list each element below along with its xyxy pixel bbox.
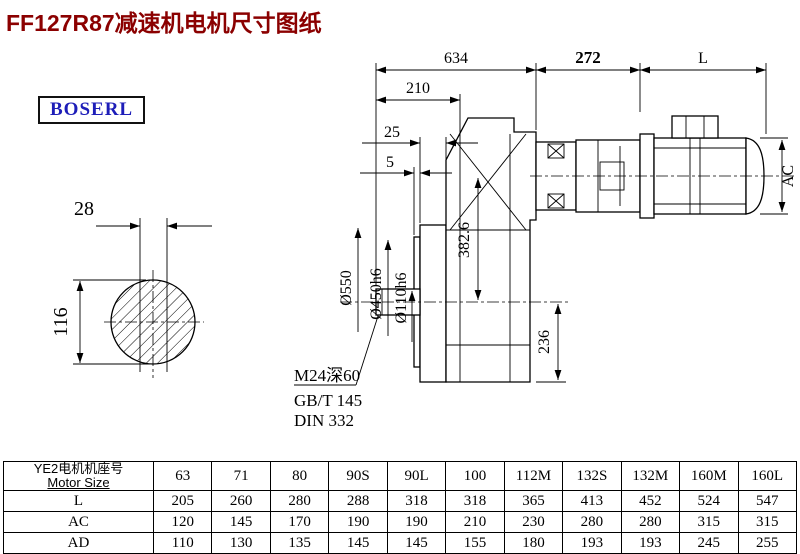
value-cell: 315 xyxy=(737,511,798,533)
value-cell: 260 xyxy=(211,490,271,512)
dim-total-length-label: 634 xyxy=(444,50,468,67)
value-cell: 280 xyxy=(620,511,681,533)
size-column-header: 90S xyxy=(328,461,388,491)
dim-adapter-length-label: 272 xyxy=(575,48,601,67)
value-cell: 145 xyxy=(386,532,447,554)
motor-size-header-cn: YE2电机机座号 xyxy=(33,461,124,476)
value-cell: 120 xyxy=(152,511,213,533)
size-column-header: 100 xyxy=(445,461,505,491)
dim-shaft-dia-label: Ø110h6 xyxy=(393,273,410,324)
value-cell: 135 xyxy=(269,532,330,554)
size-column-header: 160M xyxy=(679,461,739,491)
row-label: L xyxy=(3,490,154,512)
value-cell: 205 xyxy=(152,490,213,512)
gearbox-outline xyxy=(375,117,537,383)
value-cell: 145 xyxy=(328,532,388,554)
boserl-logo: BOSERL xyxy=(38,96,146,124)
size-column-header: 80 xyxy=(269,461,330,491)
dim-key-height-label: 116 xyxy=(50,307,72,336)
value-cell: 170 xyxy=(269,511,330,533)
dim-flange-dia-label: Ø550 xyxy=(338,270,355,306)
value-cell: 547 xyxy=(737,490,798,512)
dim-5-label: 5 xyxy=(386,154,394,171)
dim-210-label: 210 xyxy=(406,80,430,97)
motor-assembly xyxy=(535,115,765,219)
value-cell: 315 xyxy=(679,511,739,533)
boserl-logo-text: BOSERL xyxy=(50,99,134,120)
size-column-header: 160L xyxy=(737,461,798,491)
value-cell: 318 xyxy=(445,490,505,512)
technical-drawing: 634 272 L 210 25 5 28 116 Ø550 Ø450h6 Ø1… xyxy=(50,48,797,430)
value-cell: 524 xyxy=(679,490,739,512)
value-cell: 413 xyxy=(562,490,622,512)
value-cell: 210 xyxy=(445,511,505,533)
value-cell: 365 xyxy=(503,490,564,512)
value-cell: 190 xyxy=(386,511,447,533)
value-cell: 180 xyxy=(503,532,564,554)
value-cell: 280 xyxy=(562,511,622,533)
value-cell: 145 xyxy=(211,511,271,533)
value-cell: 230 xyxy=(503,511,564,533)
dim-spigot-dia-label: Ø450h6 xyxy=(368,268,385,320)
shaft-cross-section-view xyxy=(104,218,204,378)
value-cell: 190 xyxy=(328,511,388,533)
size-column-header: 112M xyxy=(503,461,564,491)
value-cell: 245 xyxy=(679,532,739,554)
value-cell: 193 xyxy=(562,532,622,554)
row-label: AC xyxy=(3,511,154,533)
note-thread-label: M24深60 xyxy=(294,366,360,385)
row-label: AD xyxy=(3,532,154,554)
value-cell: 130 xyxy=(211,532,271,554)
value-cell: 255 xyxy=(737,532,798,554)
size-column-header: 132M xyxy=(620,461,681,491)
note-gb-standard-label: GB/T 145 xyxy=(294,391,362,410)
dim-25-label: 25 xyxy=(384,124,400,141)
size-column-header: 71 xyxy=(211,461,271,491)
page-title: FF127R87减速机电机尺寸图纸 xyxy=(6,10,322,36)
dim-ac-label: AC xyxy=(780,165,797,187)
dim-motor-length-label: L xyxy=(698,50,708,67)
centerlines xyxy=(340,175,795,303)
note-din-standard-label: DIN 332 xyxy=(294,411,354,430)
size-column-header: 132S xyxy=(562,461,622,491)
value-cell: 318 xyxy=(386,490,447,512)
value-cell: 288 xyxy=(328,490,388,512)
value-cell: 193 xyxy=(620,532,681,554)
value-cell: 155 xyxy=(445,532,505,554)
motor-size-header-en: Motor Size xyxy=(47,475,110,490)
size-column-header: 63 xyxy=(152,461,213,491)
dim-236-label: 236 xyxy=(536,330,553,354)
value-cell: 110 xyxy=(152,532,213,554)
dimension-annotations xyxy=(73,63,788,386)
value-cell: 280 xyxy=(269,490,330,512)
value-cell: 452 xyxy=(620,490,681,512)
dim-382-label: 382.6 xyxy=(456,222,473,258)
dim-key-width-label: 28 xyxy=(74,198,94,220)
size-column-header: 90L xyxy=(386,461,447,491)
